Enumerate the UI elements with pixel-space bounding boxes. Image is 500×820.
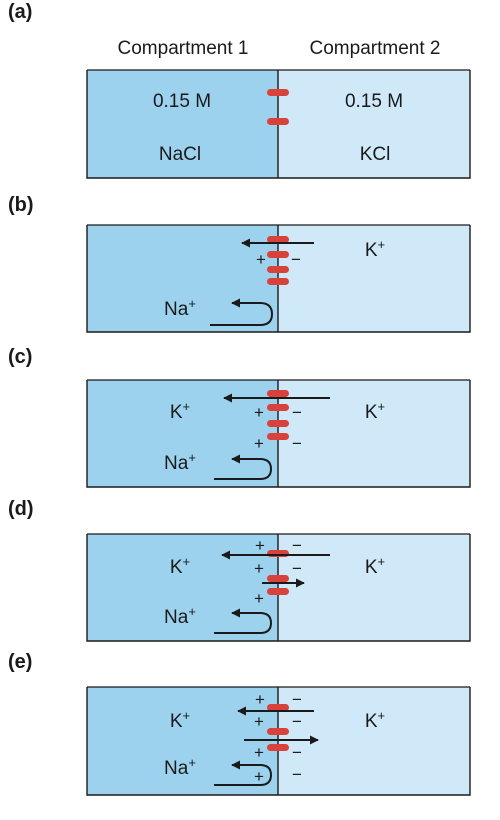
- negative-charge: −: [292, 403, 302, 422]
- k-channel: [267, 433, 289, 440]
- panel-c: (c) + − + − K+ K+ Na+: [8, 346, 471, 488]
- k-channel: [267, 390, 289, 397]
- panel-b: (b) + − K+ Na+: [8, 194, 471, 333]
- na-blocked-arrow: [210, 298, 274, 326]
- k-channel: [267, 704, 289, 711]
- left-concentration: 0.15 M: [153, 91, 211, 112]
- positive-charge: +: [255, 536, 265, 555]
- negative-charge: −: [291, 250, 301, 269]
- right-concentration: 0.15 M: [345, 91, 403, 112]
- panel-e-letter: (e): [8, 651, 32, 673]
- positive-charge: +: [254, 559, 264, 578]
- panel-e: (e) + − + − + − − K+ K+ Na+ +: [8, 651, 471, 796]
- positive-charge: +: [256, 250, 266, 269]
- negative-charge: −: [292, 559, 302, 578]
- k-channel: [267, 404, 289, 411]
- negative-charge: −: [292, 743, 302, 762]
- compartment-2-solution: [278, 380, 470, 487]
- compartment-2-solution: [278, 70, 470, 178]
- panel-a-letter: (a): [8, 1, 32, 23]
- panel-a: (a) Compartment 1 Compartment 2 0.15 M 0…: [8, 1, 471, 179]
- negative-charge: −: [292, 765, 302, 784]
- panel-b-letter: (b): [8, 194, 34, 216]
- k-channel: [267, 575, 289, 582]
- k-channel: [267, 278, 289, 285]
- panel-c-letter: (c): [8, 346, 32, 368]
- compartment-2-header: Compartment 2: [310, 38, 441, 59]
- positive-charge: +: [254, 767, 264, 786]
- na-blocked-arrow: [214, 760, 273, 786]
- panel-d: (d) + − + − + K+ K+ Na+: [8, 498, 471, 642]
- k-channel: [267, 420, 289, 427]
- positive-charge: +: [254, 434, 264, 453]
- left-salt-label: NaCl: [159, 144, 201, 165]
- right-salt-label: KCl: [360, 144, 391, 165]
- panel-d-letter: (d): [8, 498, 34, 520]
- na-blocked-arrow: [214, 608, 273, 634]
- negative-charge: −: [292, 690, 302, 709]
- k-channel: [267, 744, 289, 751]
- k-channel: [267, 588, 289, 595]
- k-channel: [267, 89, 289, 96]
- positive-charge: +: [255, 690, 265, 709]
- negative-charge: −: [292, 712, 302, 731]
- positive-charge: +: [254, 589, 264, 608]
- compartment-2-solution: [278, 534, 470, 641]
- compartment-1-header: Compartment 1: [118, 38, 249, 59]
- k-channel: [267, 118, 289, 125]
- negative-charge: −: [292, 434, 302, 453]
- k-channel: [267, 728, 289, 735]
- positive-charge: +: [254, 712, 264, 731]
- k-channel: [267, 266, 289, 273]
- positive-charge: +: [254, 403, 264, 422]
- positive-charge: +: [254, 743, 264, 762]
- compartment-1-solution: [87, 70, 278, 178]
- negative-charge: −: [292, 536, 302, 555]
- k-channel: [267, 236, 289, 243]
- compartment-1-solution: [87, 534, 278, 641]
- na-blocked-arrow: [214, 454, 273, 480]
- k-channel: [267, 251, 289, 258]
